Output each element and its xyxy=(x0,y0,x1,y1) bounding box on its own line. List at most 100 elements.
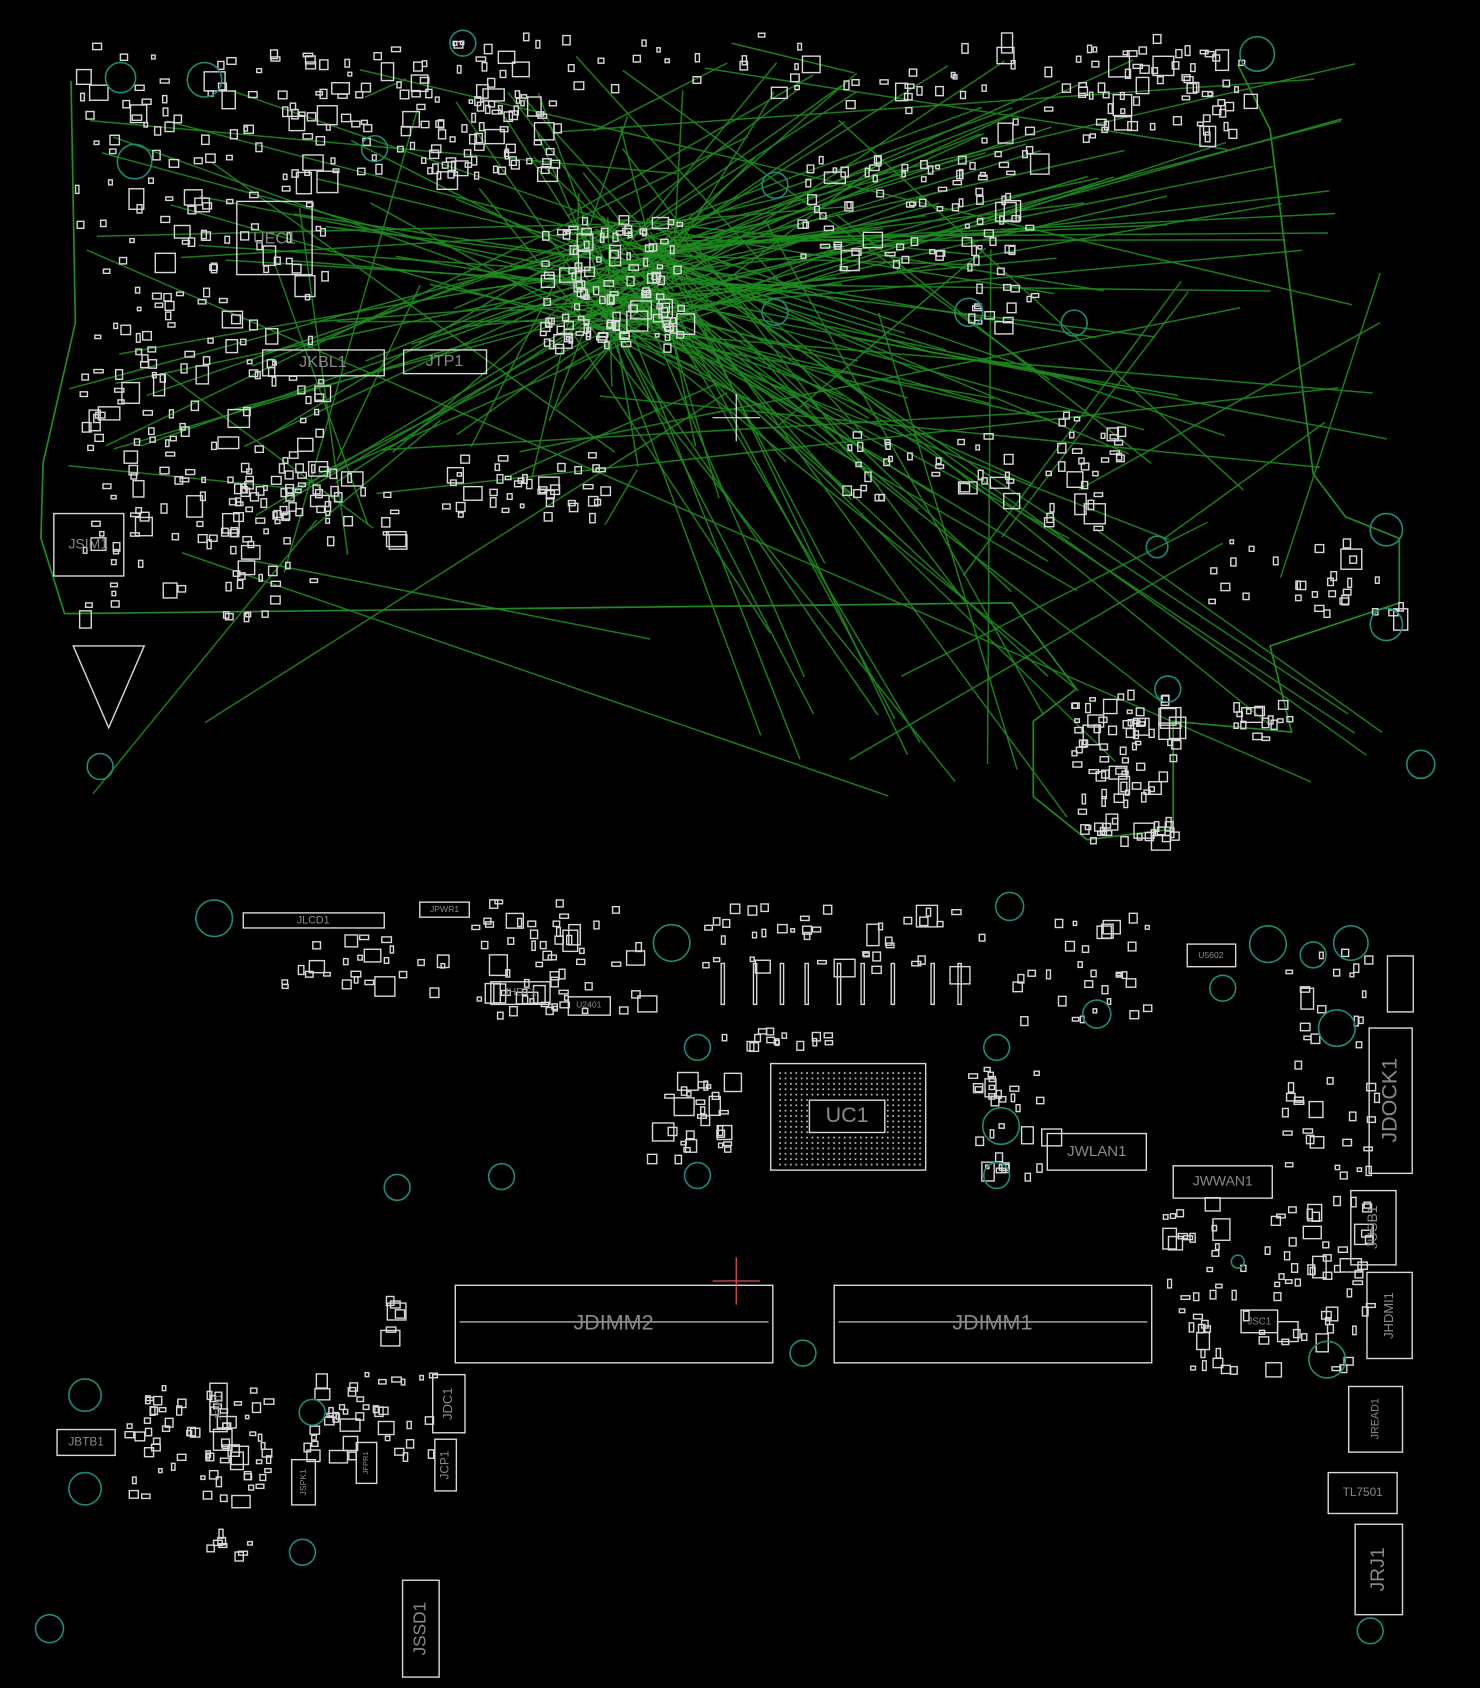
bga-ball xyxy=(897,1147,900,1150)
smd-component xyxy=(813,205,821,214)
part-jssd1[interactable] xyxy=(401,1579,440,1678)
part-jdc1[interactable] xyxy=(431,1373,466,1434)
part-uec1[interactable] xyxy=(236,200,313,276)
smd-component xyxy=(925,907,932,917)
part-jdock1[interactable] xyxy=(1368,1027,1413,1175)
smd-component xyxy=(302,133,314,140)
smd-component xyxy=(720,962,726,1006)
smd-component xyxy=(723,1072,743,1093)
smd-component xyxy=(97,406,121,421)
bga-ball xyxy=(822,1072,825,1074)
smd-component xyxy=(459,40,465,46)
ratsnest-line xyxy=(381,409,1075,451)
smd-component xyxy=(195,365,210,385)
bga-ball xyxy=(870,1077,873,1080)
smd-component xyxy=(1078,82,1088,89)
part-jlcd1[interactable] xyxy=(242,912,385,929)
part-jspk1[interactable] xyxy=(290,1458,317,1506)
part-small-connector[interactable] xyxy=(1386,955,1414,1013)
smd-component xyxy=(1196,121,1204,127)
smd-component xyxy=(255,486,265,496)
part-u5602[interactable] xyxy=(1186,943,1237,968)
smd-component xyxy=(588,512,596,524)
bga-ball xyxy=(865,1093,868,1096)
smd-component xyxy=(562,230,571,240)
smd-component xyxy=(324,1416,335,1426)
smd-component xyxy=(721,1033,728,1042)
part-jdimm1[interactable] xyxy=(833,1284,1153,1364)
part-jcp1[interactable] xyxy=(434,1438,458,1492)
smd-component xyxy=(257,1433,263,1442)
part-jkbl1[interactable] xyxy=(261,349,385,377)
bga-ball xyxy=(886,1142,889,1144)
label-u5602: U5602 xyxy=(1198,950,1224,960)
mounting-hole xyxy=(981,1106,1021,1146)
smd-component xyxy=(885,441,891,450)
smd-component xyxy=(394,1309,406,1319)
ratsnest-line xyxy=(465,249,1302,328)
smd-component xyxy=(531,940,536,952)
bga-ball xyxy=(816,1077,819,1080)
smd-component xyxy=(436,171,459,190)
part-jsc1[interactable] xyxy=(1240,1309,1279,1334)
part-jusb1[interactable] xyxy=(1350,1189,1397,1266)
smd-component xyxy=(273,256,281,265)
part-jfpr1[interactable] xyxy=(355,1441,378,1485)
smd-component xyxy=(1361,1306,1369,1317)
bga-ball xyxy=(881,1142,884,1144)
bga-ball xyxy=(849,1093,851,1096)
part-jdimm2[interactable] xyxy=(454,1284,774,1364)
smd-component xyxy=(1027,969,1037,977)
smd-component xyxy=(434,96,440,103)
smd-component xyxy=(806,164,815,174)
smd-component xyxy=(936,920,944,928)
ratsnest-line xyxy=(650,302,1162,702)
smd-component xyxy=(344,934,359,948)
bga-ball xyxy=(865,1147,868,1150)
ratsnest-line xyxy=(778,247,987,427)
smd-component xyxy=(656,302,664,310)
smd-component xyxy=(435,120,445,128)
smd-component xyxy=(794,63,799,71)
bga-ball xyxy=(892,1142,895,1144)
smd-component xyxy=(574,465,583,475)
smd-component xyxy=(1302,1128,1314,1134)
smd-component xyxy=(140,1493,151,1500)
bga-ball xyxy=(876,1088,878,1091)
part-jread1[interactable] xyxy=(1347,1385,1404,1453)
smd-component xyxy=(263,528,269,535)
part-jtp1[interactable] xyxy=(402,349,488,375)
part-jfan1[interactable] xyxy=(209,1382,228,1433)
smd-component xyxy=(800,253,807,259)
smd-component xyxy=(1072,920,1078,927)
part-jhdt1[interactable] xyxy=(490,981,551,1006)
part-jhdmi1[interactable] xyxy=(1366,1271,1413,1360)
part-tl7501[interactable] xyxy=(1327,1471,1398,1515)
smd-component xyxy=(402,1452,409,1462)
bga-ball xyxy=(881,1158,884,1161)
part-connector-triangle[interactable] xyxy=(72,645,146,730)
bga-ball xyxy=(881,1152,884,1155)
smd-component xyxy=(642,287,650,296)
smd-component xyxy=(1011,214,1020,223)
part-jsim1[interactable] xyxy=(53,512,125,577)
part-uc1[interactable] xyxy=(769,1062,927,1171)
bga-ball xyxy=(838,1093,841,1096)
part-jwwan1[interactable] xyxy=(1172,1165,1273,1199)
smd-component xyxy=(383,491,392,499)
bga-ball xyxy=(913,1126,916,1128)
smd-component xyxy=(542,158,552,165)
part-jpwr1[interactable] xyxy=(419,901,470,918)
bga-ball xyxy=(903,1147,905,1150)
part-jrj1[interactable] xyxy=(1354,1523,1404,1616)
smd-component xyxy=(271,376,277,387)
part-u2401[interactable] xyxy=(567,996,611,1016)
smd-component xyxy=(894,82,909,102)
part-jbtb1[interactable] xyxy=(56,1428,116,1457)
bga-ball xyxy=(827,1093,830,1096)
smd-component xyxy=(110,559,117,566)
bga-ball xyxy=(854,1077,857,1080)
bga-ball xyxy=(913,1147,916,1150)
part-jwlan1[interactable] xyxy=(1046,1132,1148,1171)
